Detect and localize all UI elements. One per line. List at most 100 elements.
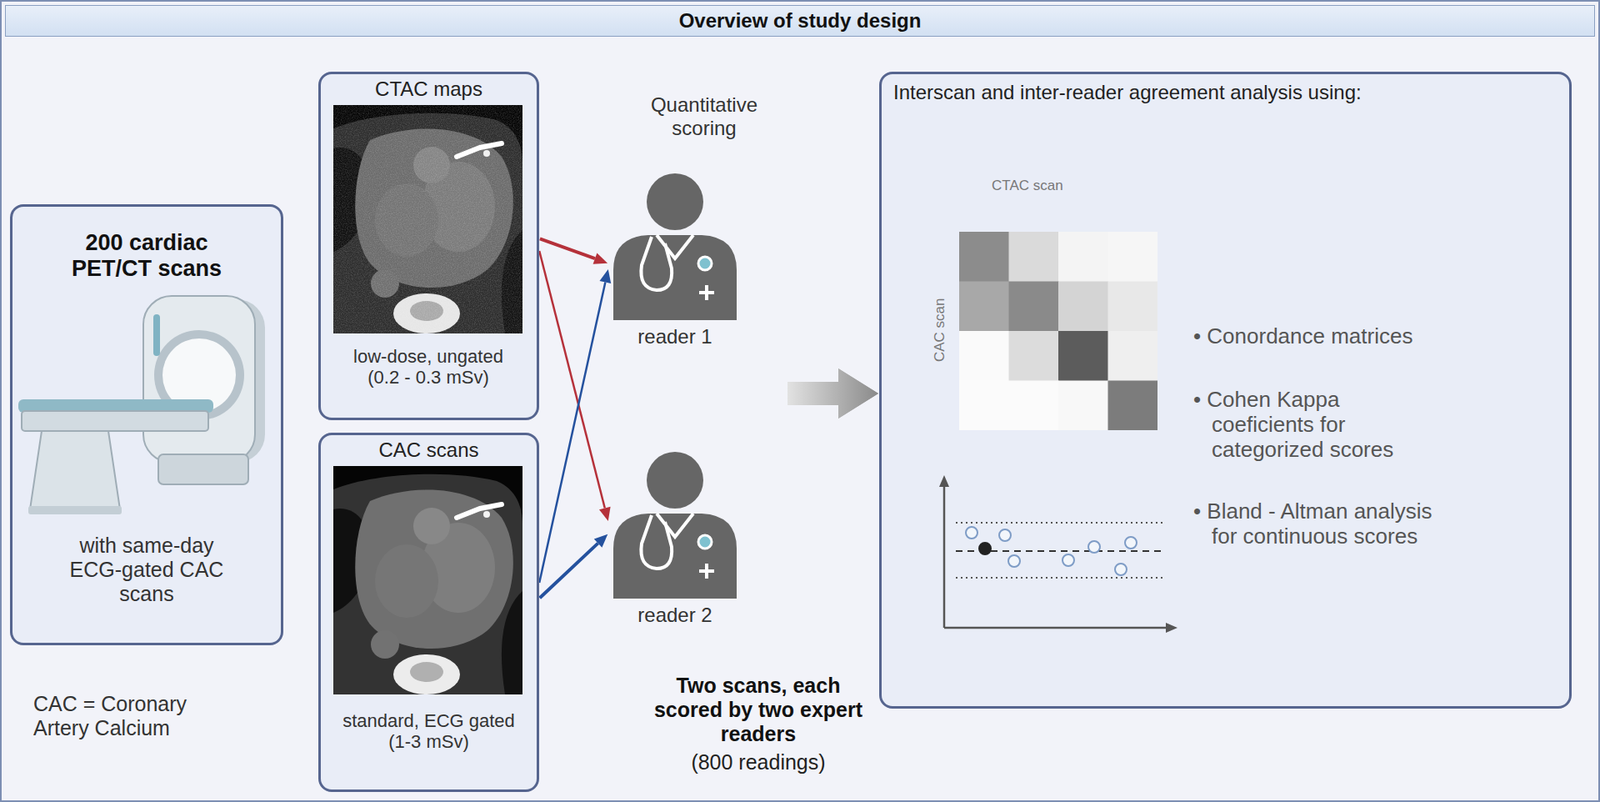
- flow-arrow: [787, 368, 879, 419]
- concordance-matrix-part: [1058, 281, 1109, 332]
- connector-arrow: [539, 250, 610, 521]
- cac-image-part: [501, 590, 523, 695]
- scanner-base: [28, 430, 122, 515]
- cac-image-part: [456, 504, 502, 518]
- reader-icon-part: [613, 513, 737, 599]
- node-heading: CAC scans: [326, 438, 531, 462]
- connector-line: [540, 543, 599, 599]
- cac-image-part: [333, 474, 523, 695]
- bland-altman-plot-part: [955, 576, 1163, 579]
- bland-altman-plot-part: [939, 475, 950, 487]
- scanner-gantry-part: [143, 295, 255, 463]
- step-label: Quantitative scoring: [633, 93, 775, 140]
- reader-icon-part: [698, 256, 712, 270]
- concordance-matrix-part: [1009, 380, 1060, 431]
- connector-line: [539, 282, 605, 583]
- node-heading: Interscan and inter-reader agreement ana…: [893, 80, 1560, 105]
- cac-image-part: [355, 490, 514, 650]
- node-text: standard, ECG gated (1-3 mSv): [330, 710, 527, 753]
- scanner-base-part: [30, 430, 120, 510]
- bland-altman-plot-part: [944, 626, 1168, 630]
- scanner-gantry-part: [153, 314, 160, 356]
- axis-label: CTAC scan: [991, 177, 1092, 195]
- concordance-matrix-part: [1108, 330, 1159, 381]
- flow-arrow-shape: [787, 368, 879, 419]
- cac-image-part: [413, 507, 450, 545]
- scanner-table-part: [21, 410, 209, 431]
- concordance-matrix-part: [959, 380, 1010, 431]
- connector-arrow: [540, 238, 608, 265]
- reader-node: reader 2: [608, 393, 788, 635]
- cac-image-part: [483, 510, 490, 518]
- node-heading: reader 1: [608, 325, 742, 349]
- concordance-matrix-part: [1009, 231, 1060, 282]
- reader-icon-part: [640, 515, 672, 569]
- summary-count: (800 readings): [641, 750, 875, 775]
- concordance-matrix-part: [1058, 330, 1109, 381]
- reader-icon-part: [613, 235, 737, 320]
- reader-icon-part: [656, 235, 694, 259]
- bland-altman-plot-part: [955, 521, 1163, 524]
- bland-altman-plot-part: [1165, 622, 1178, 633]
- analysis-box: Interscan and inter-reader agreement ana…: [879, 71, 1572, 709]
- bland-altman-plot-part: [1062, 554, 1075, 566]
- cac-image: [333, 465, 523, 695]
- bland-altman-plot-part: [979, 542, 991, 555]
- cac-image-part: [410, 661, 444, 682]
- reader-node: reader 1: [608, 163, 788, 394]
- reader-icon: [608, 163, 742, 322]
- concordance-matrix-part: [959, 231, 1010, 282]
- reader-icon-part: [699, 563, 715, 579]
- cac-image-part: [393, 654, 460, 695]
- connector-line: [539, 250, 605, 509]
- scanner-gantry-part: [158, 454, 249, 485]
- node-text: with same-day ECG-gated CAC scans: [55, 533, 239, 605]
- axis-label: CAC scan: [931, 292, 949, 368]
- bland-altman-plot-part: [1008, 555, 1020, 567]
- arrow-head: [594, 534, 609, 548]
- arrow-head: [600, 269, 612, 284]
- concordance-matrix: [959, 231, 1158, 430]
- input-box: 200 cardiac PET/CT scans with same-day EC…: [10, 204, 284, 645]
- scan-box: CAC scans standard, ECG gated (1-3 mSv): [318, 432, 540, 792]
- diagram-title: Overview of study design: [5, 5, 1595, 35]
- node-text: • Conordance matrices: [1193, 324, 1435, 350]
- concordance-matrix-part: [959, 330, 1010, 381]
- scanner-table: [18, 399, 214, 431]
- summary-note: Two scans, each scored by two expert rea…: [641, 673, 875, 745]
- ctac-image-part: [333, 105, 523, 334]
- node-text: • Bland - Altman analysis for continuous…: [1193, 499, 1435, 550]
- node-text: low-dose, ungated (0.2 - 0.3 mSv): [340, 345, 516, 389]
- scanner-gantry: [143, 295, 265, 485]
- connector-arrow: [539, 269, 611, 583]
- bland-altman-plot-part: [965, 526, 978, 539]
- cac-image-part: [370, 630, 400, 659]
- arrow-head: [599, 506, 611, 521]
- node-heading: 200 cardiac PET/CT scans: [55, 230, 239, 282]
- concordance-matrix-part: [1108, 281, 1159, 332]
- cac-image-part: [375, 544, 439, 618]
- concordance-matrix-part: [1009, 330, 1060, 381]
- concordance-matrix-part: [959, 231, 1158, 430]
- concordance-matrix-part: [1058, 231, 1109, 282]
- ctac-image-part: [333, 105, 523, 334]
- arrow-head: [593, 253, 609, 265]
- reader-icon-part: [699, 285, 715, 300]
- flow-arrow-shape: [787, 368, 879, 419]
- ctac-image: [333, 105, 523, 334]
- scan-box: CTAC mapslow-dose, ungated (0.2 - 0.3 mS…: [318, 71, 540, 420]
- label-layer: Quantitative scoringTwo scans, each scor…: [0, 0, 1092, 775]
- reader-icon-part: [698, 535, 712, 549]
- node-heading: reader 2: [608, 603, 742, 627]
- bland-altman-plot: [939, 475, 1178, 633]
- scanner-base-part: [28, 505, 122, 515]
- connector-arrow: [540, 534, 609, 599]
- cac-image-part: [333, 465, 523, 695]
- connector-line: [540, 238, 595, 259]
- concordance-matrix-part: [1108, 231, 1159, 282]
- bland-altman-plot-part: [999, 529, 1011, 541]
- bland-altman-plot-part: [943, 485, 946, 628]
- bland-altman-plot-part: [1115, 563, 1127, 575]
- reader-icon-part: [656, 513, 694, 537]
